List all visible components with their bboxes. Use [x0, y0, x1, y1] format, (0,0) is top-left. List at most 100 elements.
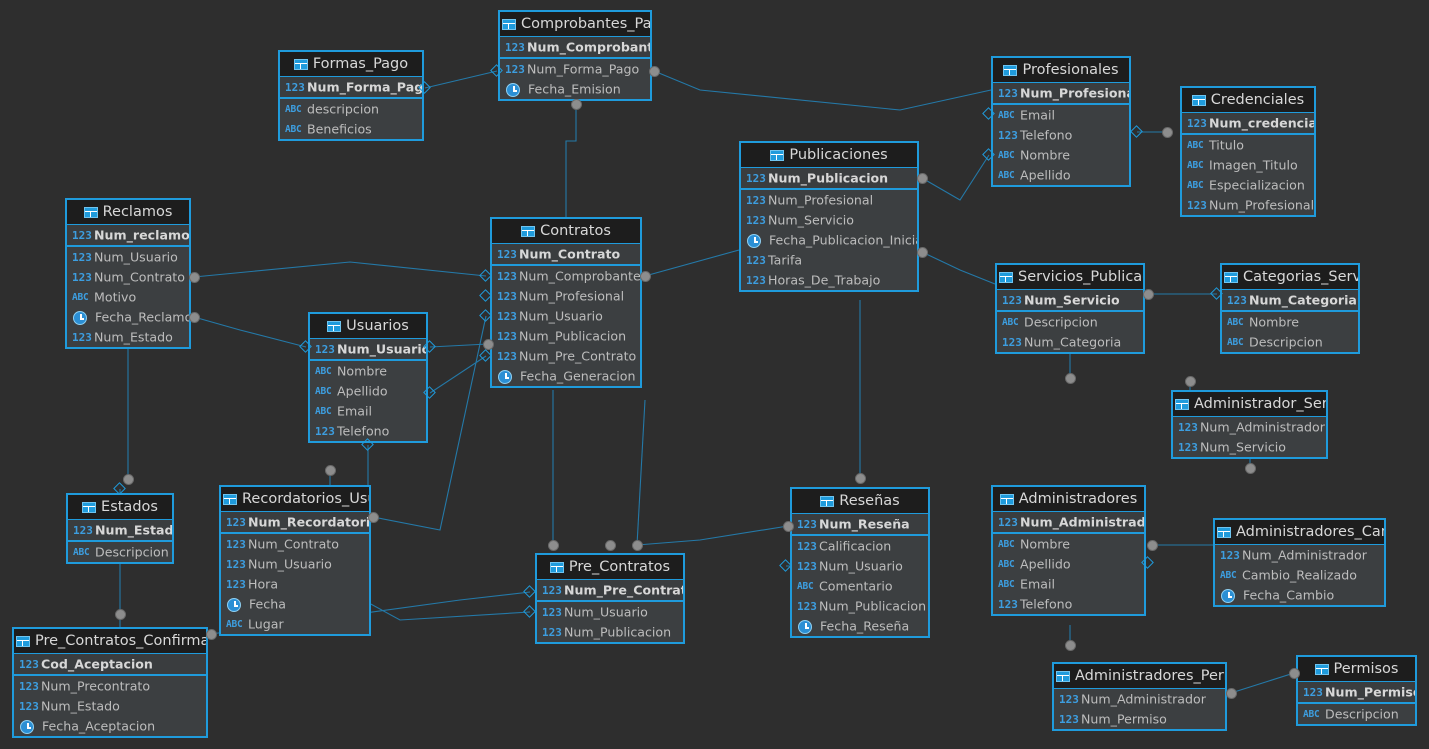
field-row[interactable]: Fecha_Reseña [792, 616, 928, 636]
field-row[interactable]: Fecha_Cambio [1215, 585, 1384, 605]
table-node-recordatorios-usuario[interactable]: Recordatorios_Usua123Num_Recordatorio123… [219, 485, 371, 636]
relationship-endpoint-dot[interactable] [1064, 639, 1076, 651]
relationship-endpoint-dot[interactable] [1161, 126, 1173, 138]
field-row[interactable]: Fecha_Generacion [492, 366, 640, 386]
relationship-endpoint-dot[interactable] [916, 172, 928, 184]
relationship-endpoint-dot[interactable] [547, 539, 559, 551]
relationship-endpoint-dot[interactable] [1142, 288, 1154, 300]
relationship-endpoint-diamond[interactable] [522, 584, 536, 598]
relationship-endpoint-dot[interactable] [1064, 372, 1076, 384]
field-row[interactable]: Fecha_Aceptacion [14, 716, 206, 736]
relationship-endpoint-dot[interactable] [188, 271, 200, 283]
relationship-endpoint-dot[interactable] [324, 464, 336, 476]
field-row[interactable]: Fecha_Reclamo [67, 307, 189, 327]
relationship-endpoint-diamond[interactable] [522, 604, 536, 618]
field-row[interactable]: Fecha_Publicacion_Inicial [741, 230, 917, 250]
relationship-endpoint-dot[interactable] [122, 473, 134, 485]
relationship-endpoint-dot[interactable] [205, 628, 217, 640]
relationship-endpoint-dot[interactable] [648, 65, 660, 77]
relationship-endpoint-diamond[interactable] [1129, 124, 1143, 138]
relationship-endpoint-dot[interactable] [782, 520, 794, 532]
relationship-endpoint-dot[interactable] [367, 511, 379, 523]
relationship-endpoint-dot[interactable] [570, 98, 582, 110]
field-row[interactable]: Fecha [221, 594, 369, 614]
relationship-endpoint-dot[interactable] [639, 270, 651, 282]
relationship-endpoint-dot[interactable] [854, 472, 866, 484]
table-node-servicios-publicacion[interactable]: Servicios_Publicacio123Num_ServicioABCDe… [995, 263, 1145, 354]
relationship-endpoint-dot[interactable] [482, 338, 494, 350]
relationship-endpoint-dot[interactable] [1288, 667, 1300, 679]
relationship-endpoint-dot[interactable] [1225, 687, 1237, 699]
